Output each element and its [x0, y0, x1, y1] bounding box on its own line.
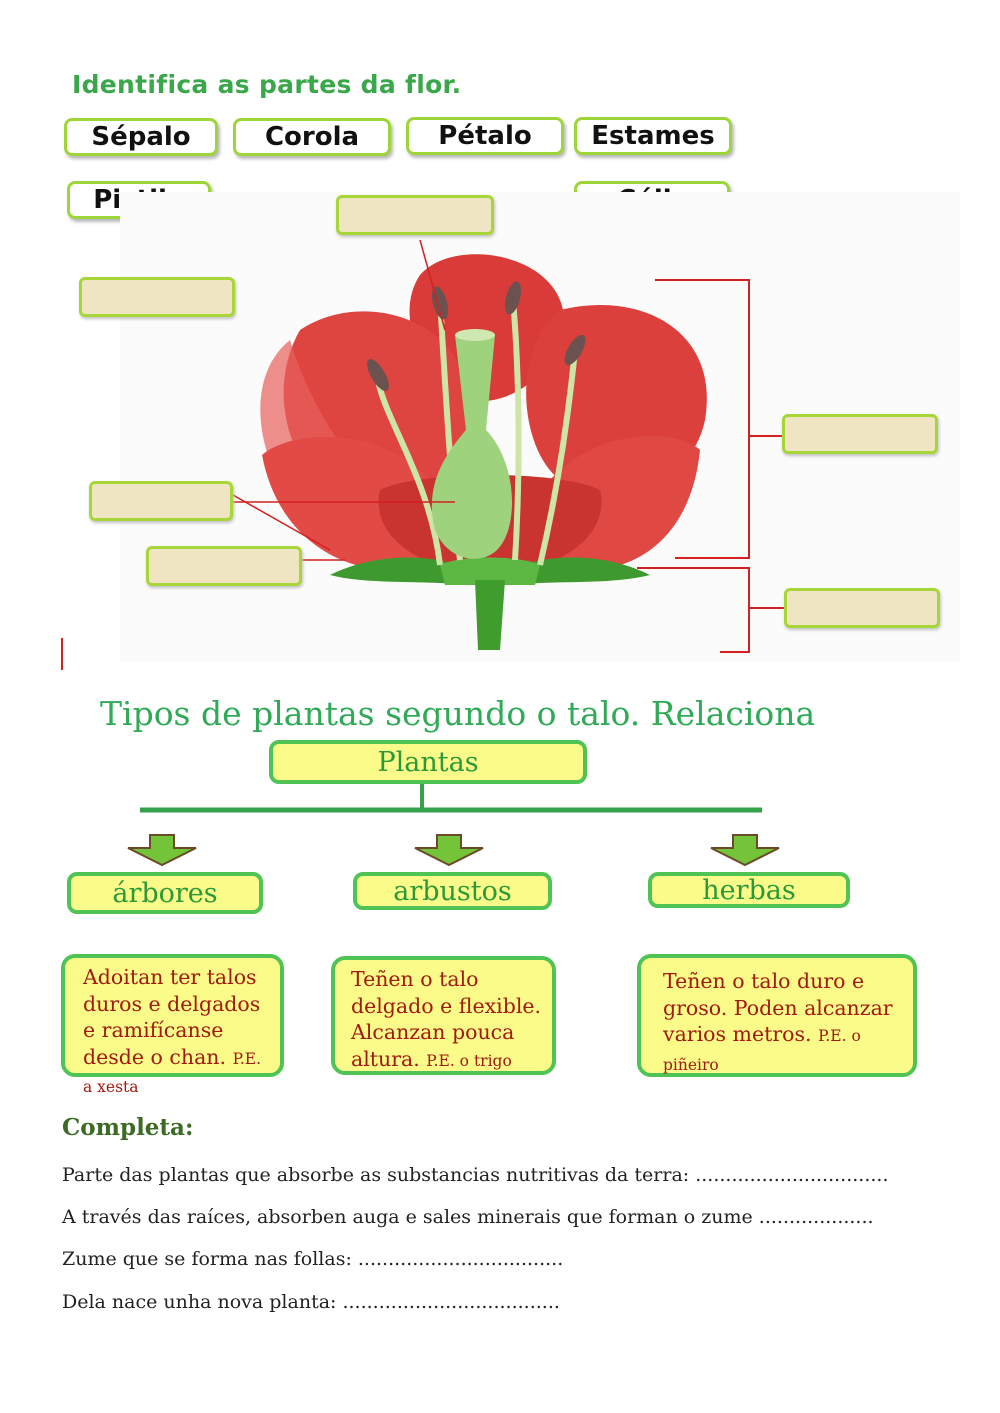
answer-blank-caliz[interactable]: [784, 588, 940, 628]
section-title-plant-types: Tipos de plantas segundo o talo. Relacio…: [100, 694, 816, 733]
category-box-herbas[interactable]: herbas: [648, 872, 850, 908]
description-box-2[interactable]: Teñen o talo delgado e flexible. Alcanza…: [331, 956, 556, 1075]
description-example: P.E. o trigo: [426, 1051, 512, 1070]
worksheet-title: Identifica as partes da flor.: [72, 70, 462, 99]
answer-blank-pistilo[interactable]: [89, 481, 233, 521]
description-text: Teñen o talo duro e groso. Poden alcanza…: [663, 969, 893, 1046]
arrow-down-icon: [127, 834, 197, 867]
fill-in-line-2[interactable]: A través das raíces, absorben auga e sal…: [62, 1206, 874, 1228]
category-box-arbores[interactable]: árbores: [67, 872, 263, 914]
answer-blank-estames[interactable]: [336, 195, 494, 235]
category-box-arbustos[interactable]: arbustos: [353, 872, 552, 910]
fill-in-line-3[interactable]: Zume que se forma nas follas: ..........…: [62, 1248, 564, 1270]
description-text: Teñen o talo delgado e flexible. Alcanza…: [351, 967, 542, 1071]
section-title-completa: Completa:: [62, 1114, 194, 1141]
description-example: P.E. o piñeiro: [663, 1027, 861, 1074]
word-card-estames[interactable]: Estames: [574, 117, 732, 155]
arrow-down-icon: [710, 834, 780, 867]
description-box-1[interactable]: Adoitan ter talos duros e delgados e ram…: [61, 954, 284, 1096]
answer-blank-corola[interactable]: [782, 414, 938, 454]
word-card-petalo[interactable]: Pétalo: [406, 117, 564, 155]
answer-blank-sepalo[interactable]: [146, 546, 302, 586]
word-card-sepalo[interactable]: Sépalo: [64, 118, 218, 156]
root-box-plantas: Plantas: [269, 740, 587, 784]
fill-in-line-4[interactable]: Dela nace unha nova planta: ............…: [62, 1291, 560, 1313]
description-text: Adoitan ter talos duros e delgados e ram…: [83, 965, 261, 1069]
tree-connector: [127, 784, 780, 867]
description-example: P.E. a xesta: [83, 1049, 262, 1097]
arrow-down-icon: [414, 834, 484, 867]
fill-in-line-1[interactable]: Parte das plantas que absorbe as substan…: [62, 1164, 889, 1186]
description-box-3[interactable]: Teñen o talo duro e groso. Poden alcanza…: [637, 954, 917, 1077]
answer-blank-petalo[interactable]: [79, 277, 235, 317]
word-card-corola[interactable]: Corola: [233, 118, 391, 156]
